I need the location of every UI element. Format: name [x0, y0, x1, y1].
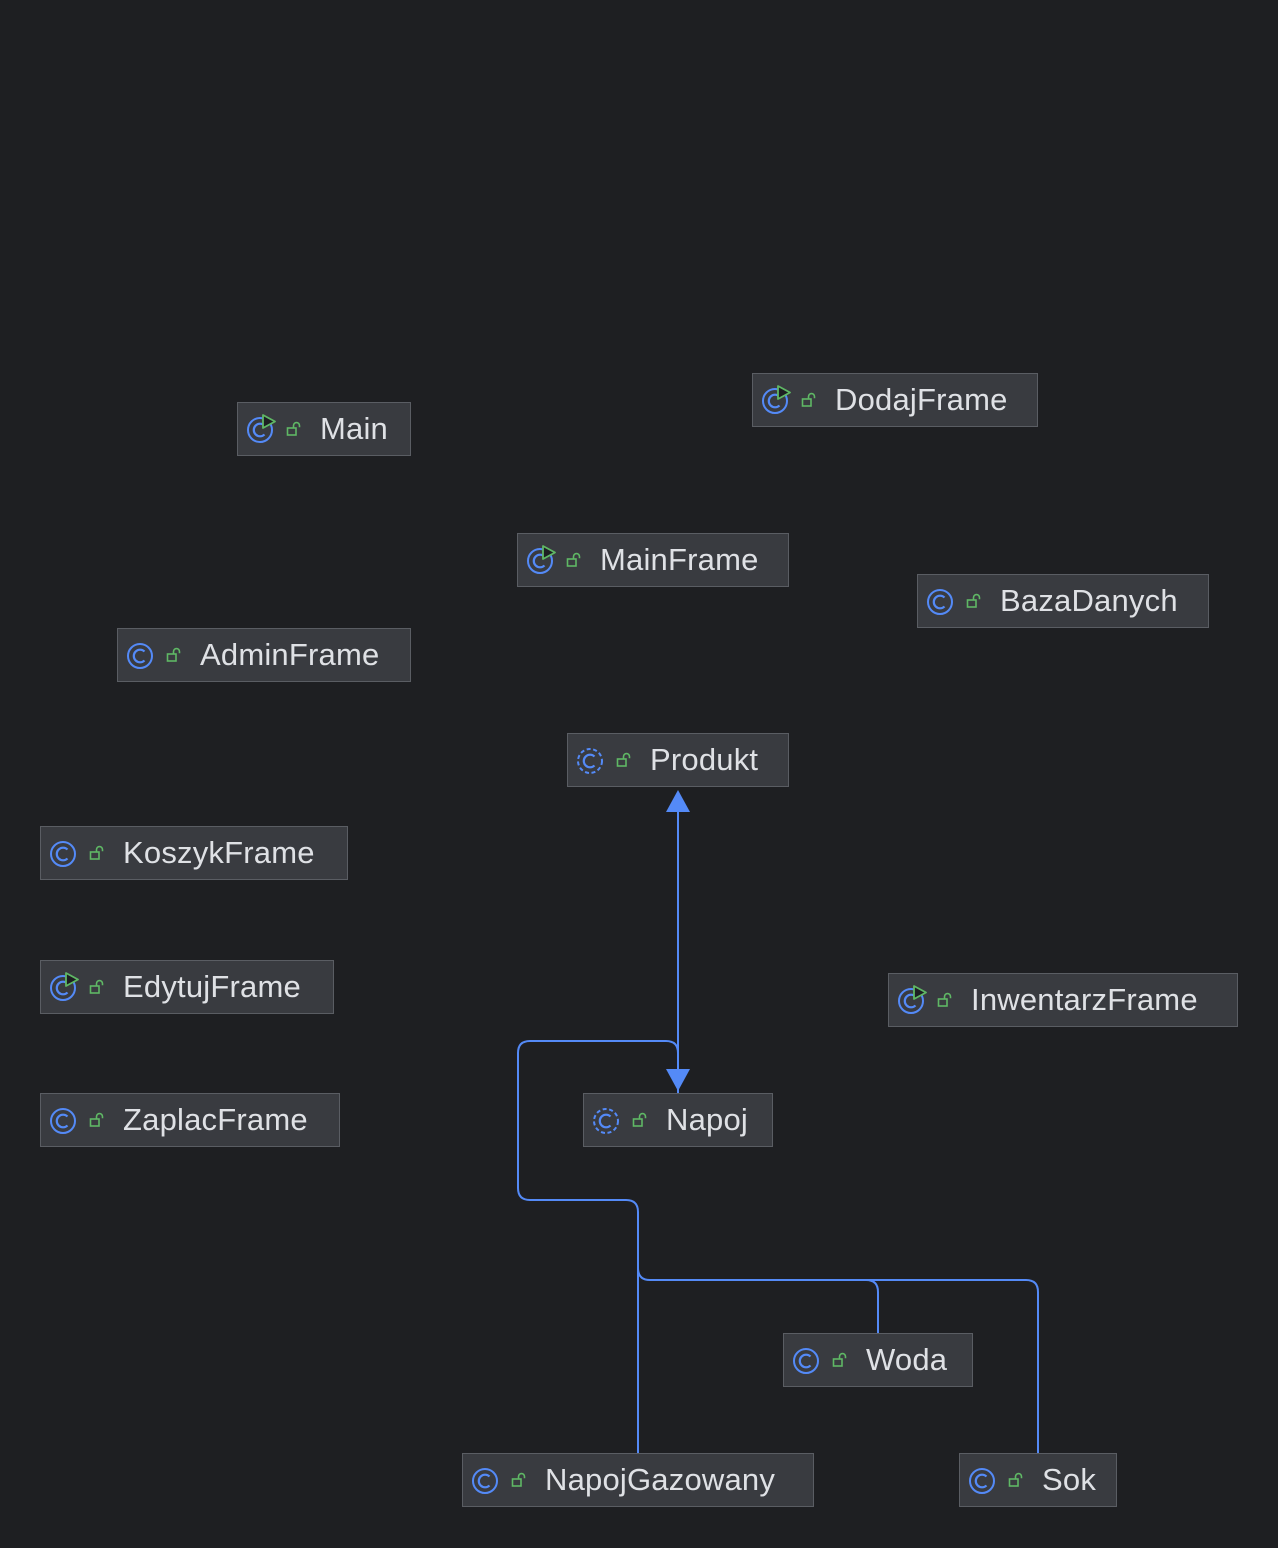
class-node-napojgazowany[interactable]: NapojGazowany	[462, 1453, 814, 1507]
class-name-label: ZaplacFrame	[123, 1102, 308, 1137]
public-lock-icon	[286, 421, 301, 436]
public-lock-icon	[566, 552, 581, 567]
class-icon	[969, 1468, 995, 1494]
class-icon	[127, 643, 153, 669]
abstract-class-icon	[593, 1108, 619, 1134]
class-name-label: InwentarzFrame	[971, 982, 1198, 1017]
class-node-main[interactable]: Main	[237, 402, 411, 456]
class-node-inwentarzframe[interactable]: InwentarzFrame	[888, 973, 1238, 1027]
class-runnable-icon	[898, 985, 927, 1014]
class-node-koszykframe[interactable]: KoszykFrame	[40, 826, 348, 880]
class-node-napoj[interactable]: Napoj	[583, 1093, 773, 1147]
class-node-mainframe[interactable]: MainFrame	[517, 533, 789, 587]
public-lock-icon	[89, 1112, 104, 1127]
class-icon	[50, 1108, 76, 1134]
public-lock-icon	[616, 752, 631, 767]
class-node-zaplacframe[interactable]: ZaplacFrame	[40, 1093, 340, 1147]
class-name-label: BazaDanych	[1000, 583, 1178, 618]
public-lock-icon	[632, 1112, 647, 1127]
class-node-edytujframe[interactable]: EdytujFrame	[40, 960, 334, 1014]
class-name-label: Produkt	[650, 742, 759, 777]
class-name-label: Main	[320, 411, 388, 446]
class-name-label: Woda	[866, 1342, 948, 1377]
class-icon	[927, 589, 953, 615]
class-node-dodajframe[interactable]: DodajFrame	[752, 373, 1038, 427]
public-lock-icon	[89, 845, 104, 860]
public-lock-icon	[89, 979, 104, 994]
class-name-label: MainFrame	[600, 542, 759, 577]
class-node-sok[interactable]: Sok	[959, 1453, 1117, 1507]
class-icon	[793, 1348, 819, 1374]
abstract-class-icon	[577, 748, 603, 774]
public-lock-icon	[966, 593, 981, 608]
public-lock-icon	[832, 1352, 847, 1367]
class-name-label: DodajFrame	[835, 382, 1008, 417]
class-runnable-icon	[762, 385, 791, 414]
public-lock-icon	[801, 392, 816, 407]
class-runnable-icon	[50, 972, 79, 1001]
edge-napojgazowany-to-napoj	[517, 1040, 679, 1453]
edge-sok-to-napoj	[866, 1279, 1039, 1453]
public-lock-icon	[166, 647, 181, 662]
class-node-produkt[interactable]: Produkt	[567, 733, 789, 787]
class-name-label: Napoj	[666, 1102, 748, 1137]
class-node-adminframe[interactable]: AdminFrame	[117, 628, 411, 682]
class-name-label: EdytujFrame	[123, 969, 301, 1004]
class-node-bazadanych[interactable]: BazaDanych	[917, 574, 1209, 628]
class-name-label: KoszykFrame	[123, 835, 315, 870]
class-node-woda[interactable]: Woda	[783, 1333, 973, 1387]
arrowhead-napoj	[666, 1069, 690, 1091]
class-name-label: AdminFrame	[200, 637, 380, 672]
class-icon	[50, 841, 76, 867]
class-name-label: Sok	[1042, 1462, 1097, 1497]
public-lock-icon	[1008, 1472, 1023, 1487]
class-icon	[472, 1468, 498, 1494]
arrowhead-produkt	[666, 790, 690, 812]
class-name-label: NapojGazowany	[545, 1462, 776, 1497]
class-runnable-icon	[247, 414, 276, 443]
public-lock-icon	[511, 1472, 526, 1487]
edge-woda-to-napoj	[637, 1267, 879, 1333]
class-runnable-icon	[527, 545, 556, 574]
public-lock-icon	[937, 992, 952, 1007]
